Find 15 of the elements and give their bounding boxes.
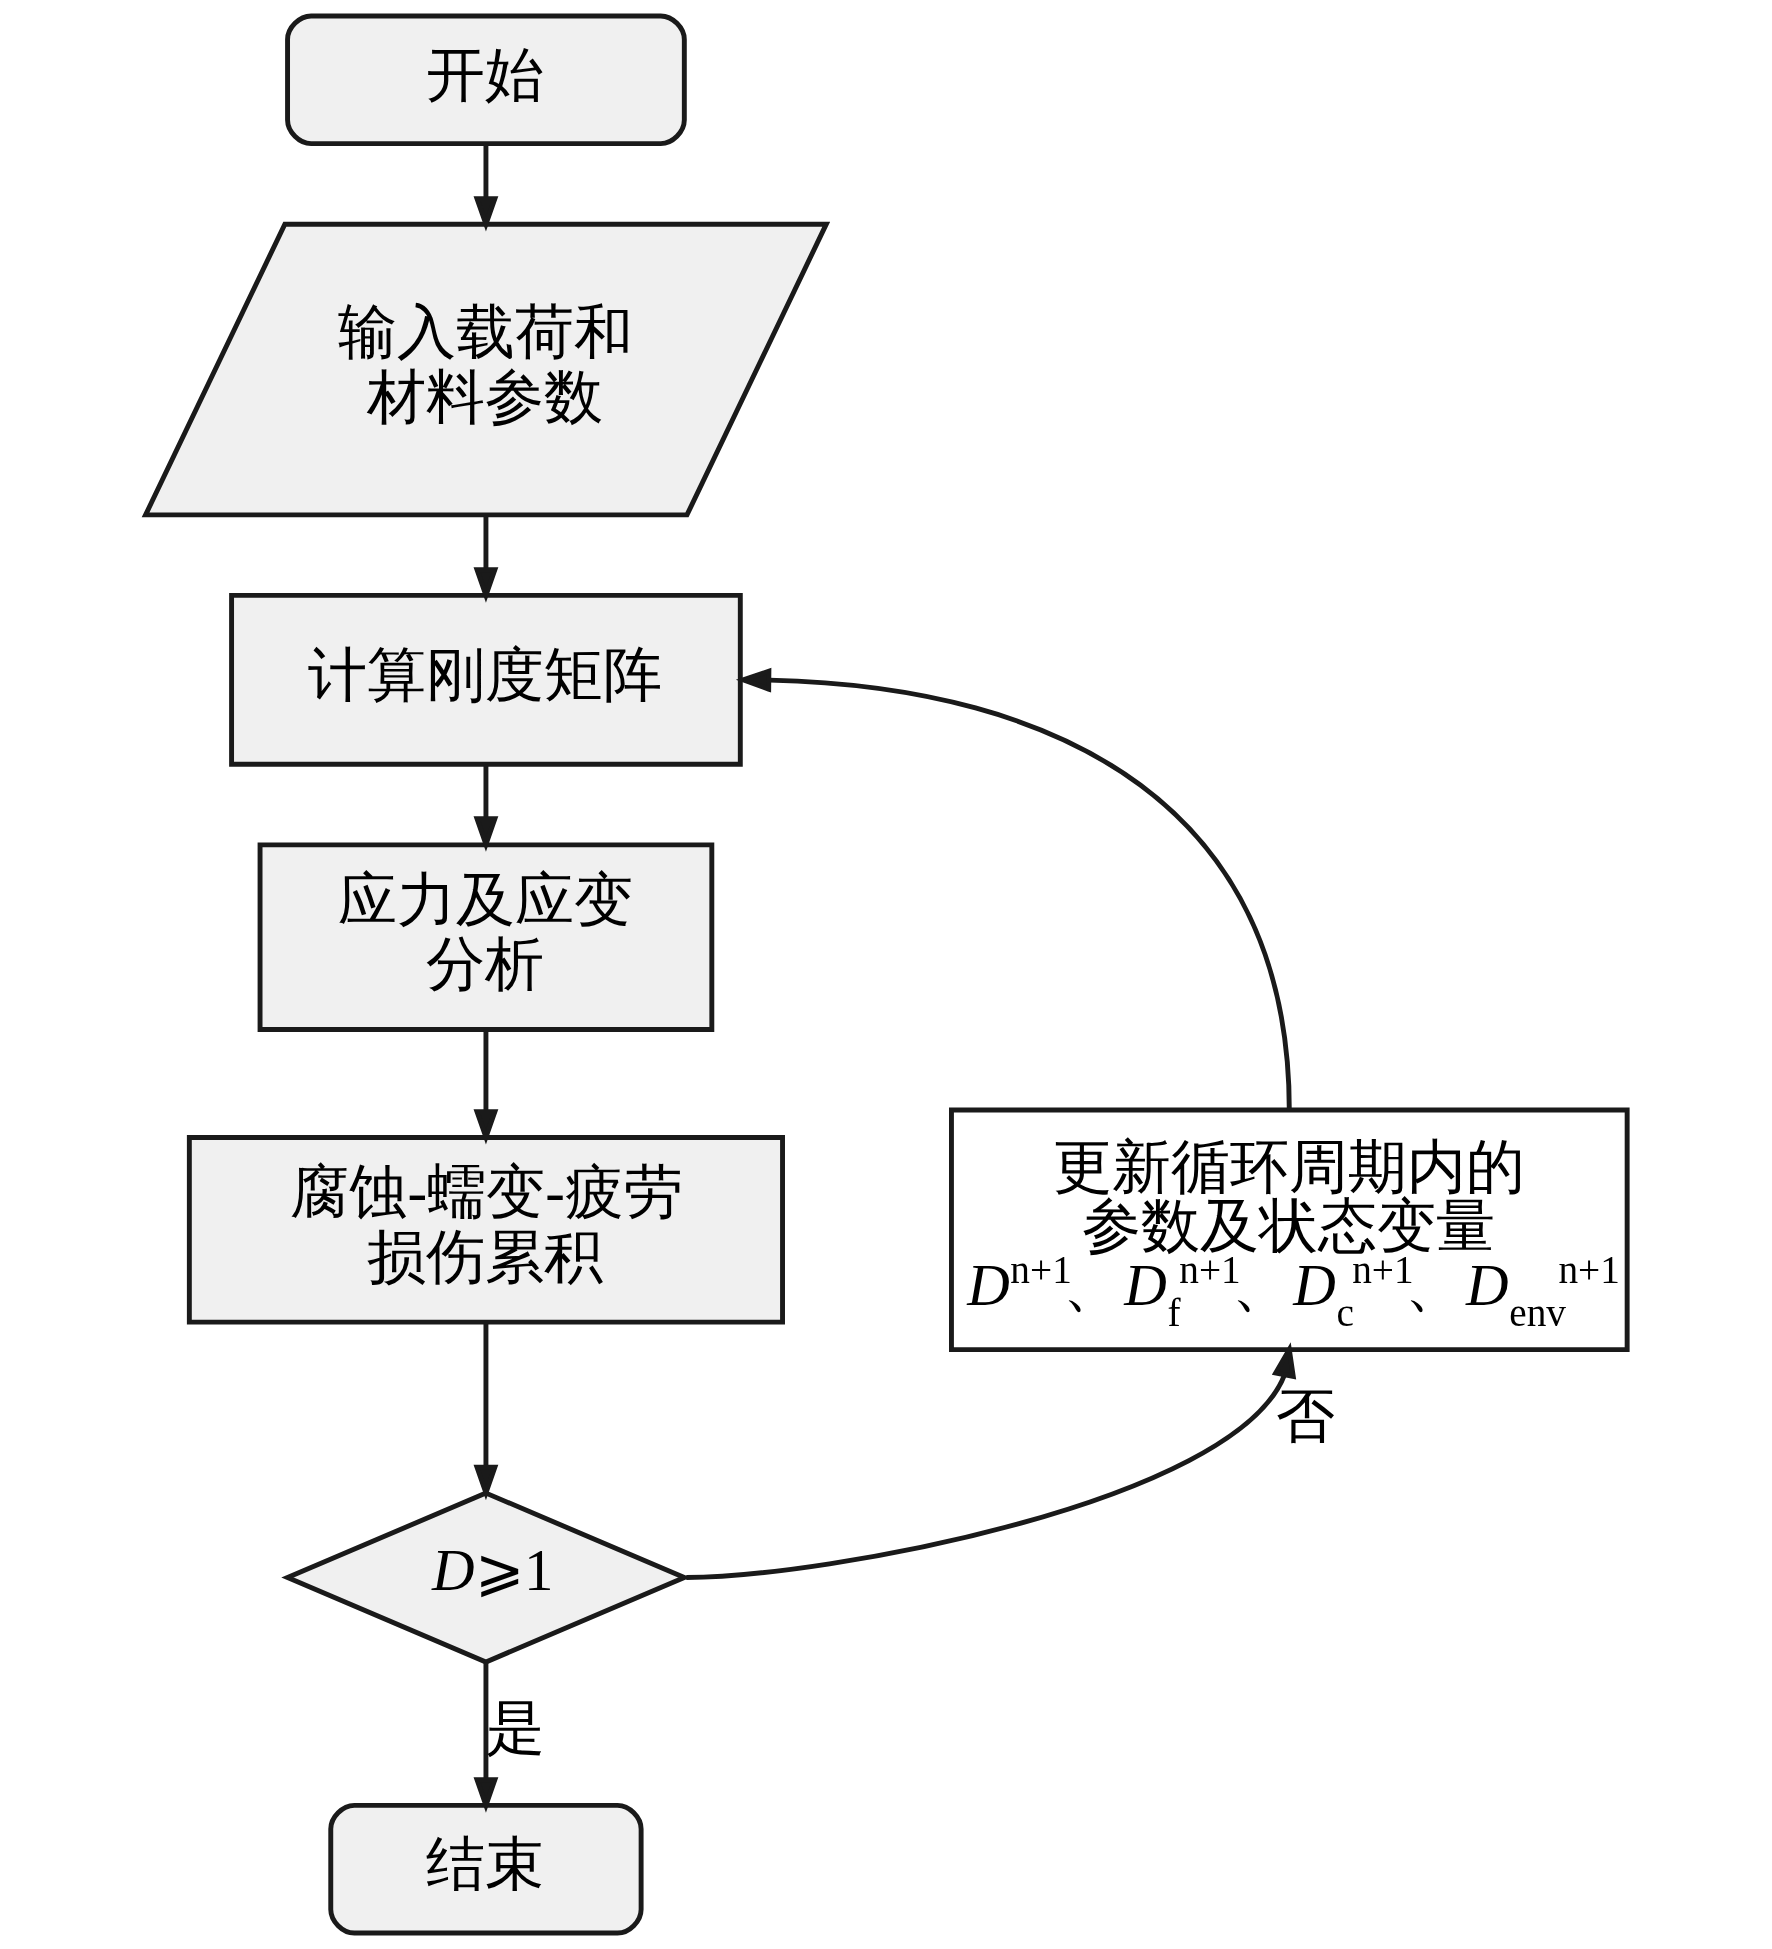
arrow <box>473 764 498 852</box>
node-box: 腐蚀-蠕变-疲劳损伤累积 <box>186 1135 785 1325</box>
node-box: 开始 <box>284 13 687 147</box>
arrow <box>473 1323 498 1501</box>
arrow <box>473 143 498 232</box>
arrow <box>473 1662 498 1813</box>
edge-label: 否 <box>1275 1383 1335 1450</box>
arrow <box>685 1342 1296 1580</box>
edge-label: 是 <box>485 1695 545 1762</box>
node-box: 结束 <box>327 1802 644 1936</box>
node-box: 应力及应变分析 <box>257 842 714 1032</box>
arrow <box>735 667 1292 1111</box>
node-box: 计算刚度矩阵 <box>228 592 743 767</box>
arrow <box>473 515 498 603</box>
arrow <box>473 1029 498 1145</box>
